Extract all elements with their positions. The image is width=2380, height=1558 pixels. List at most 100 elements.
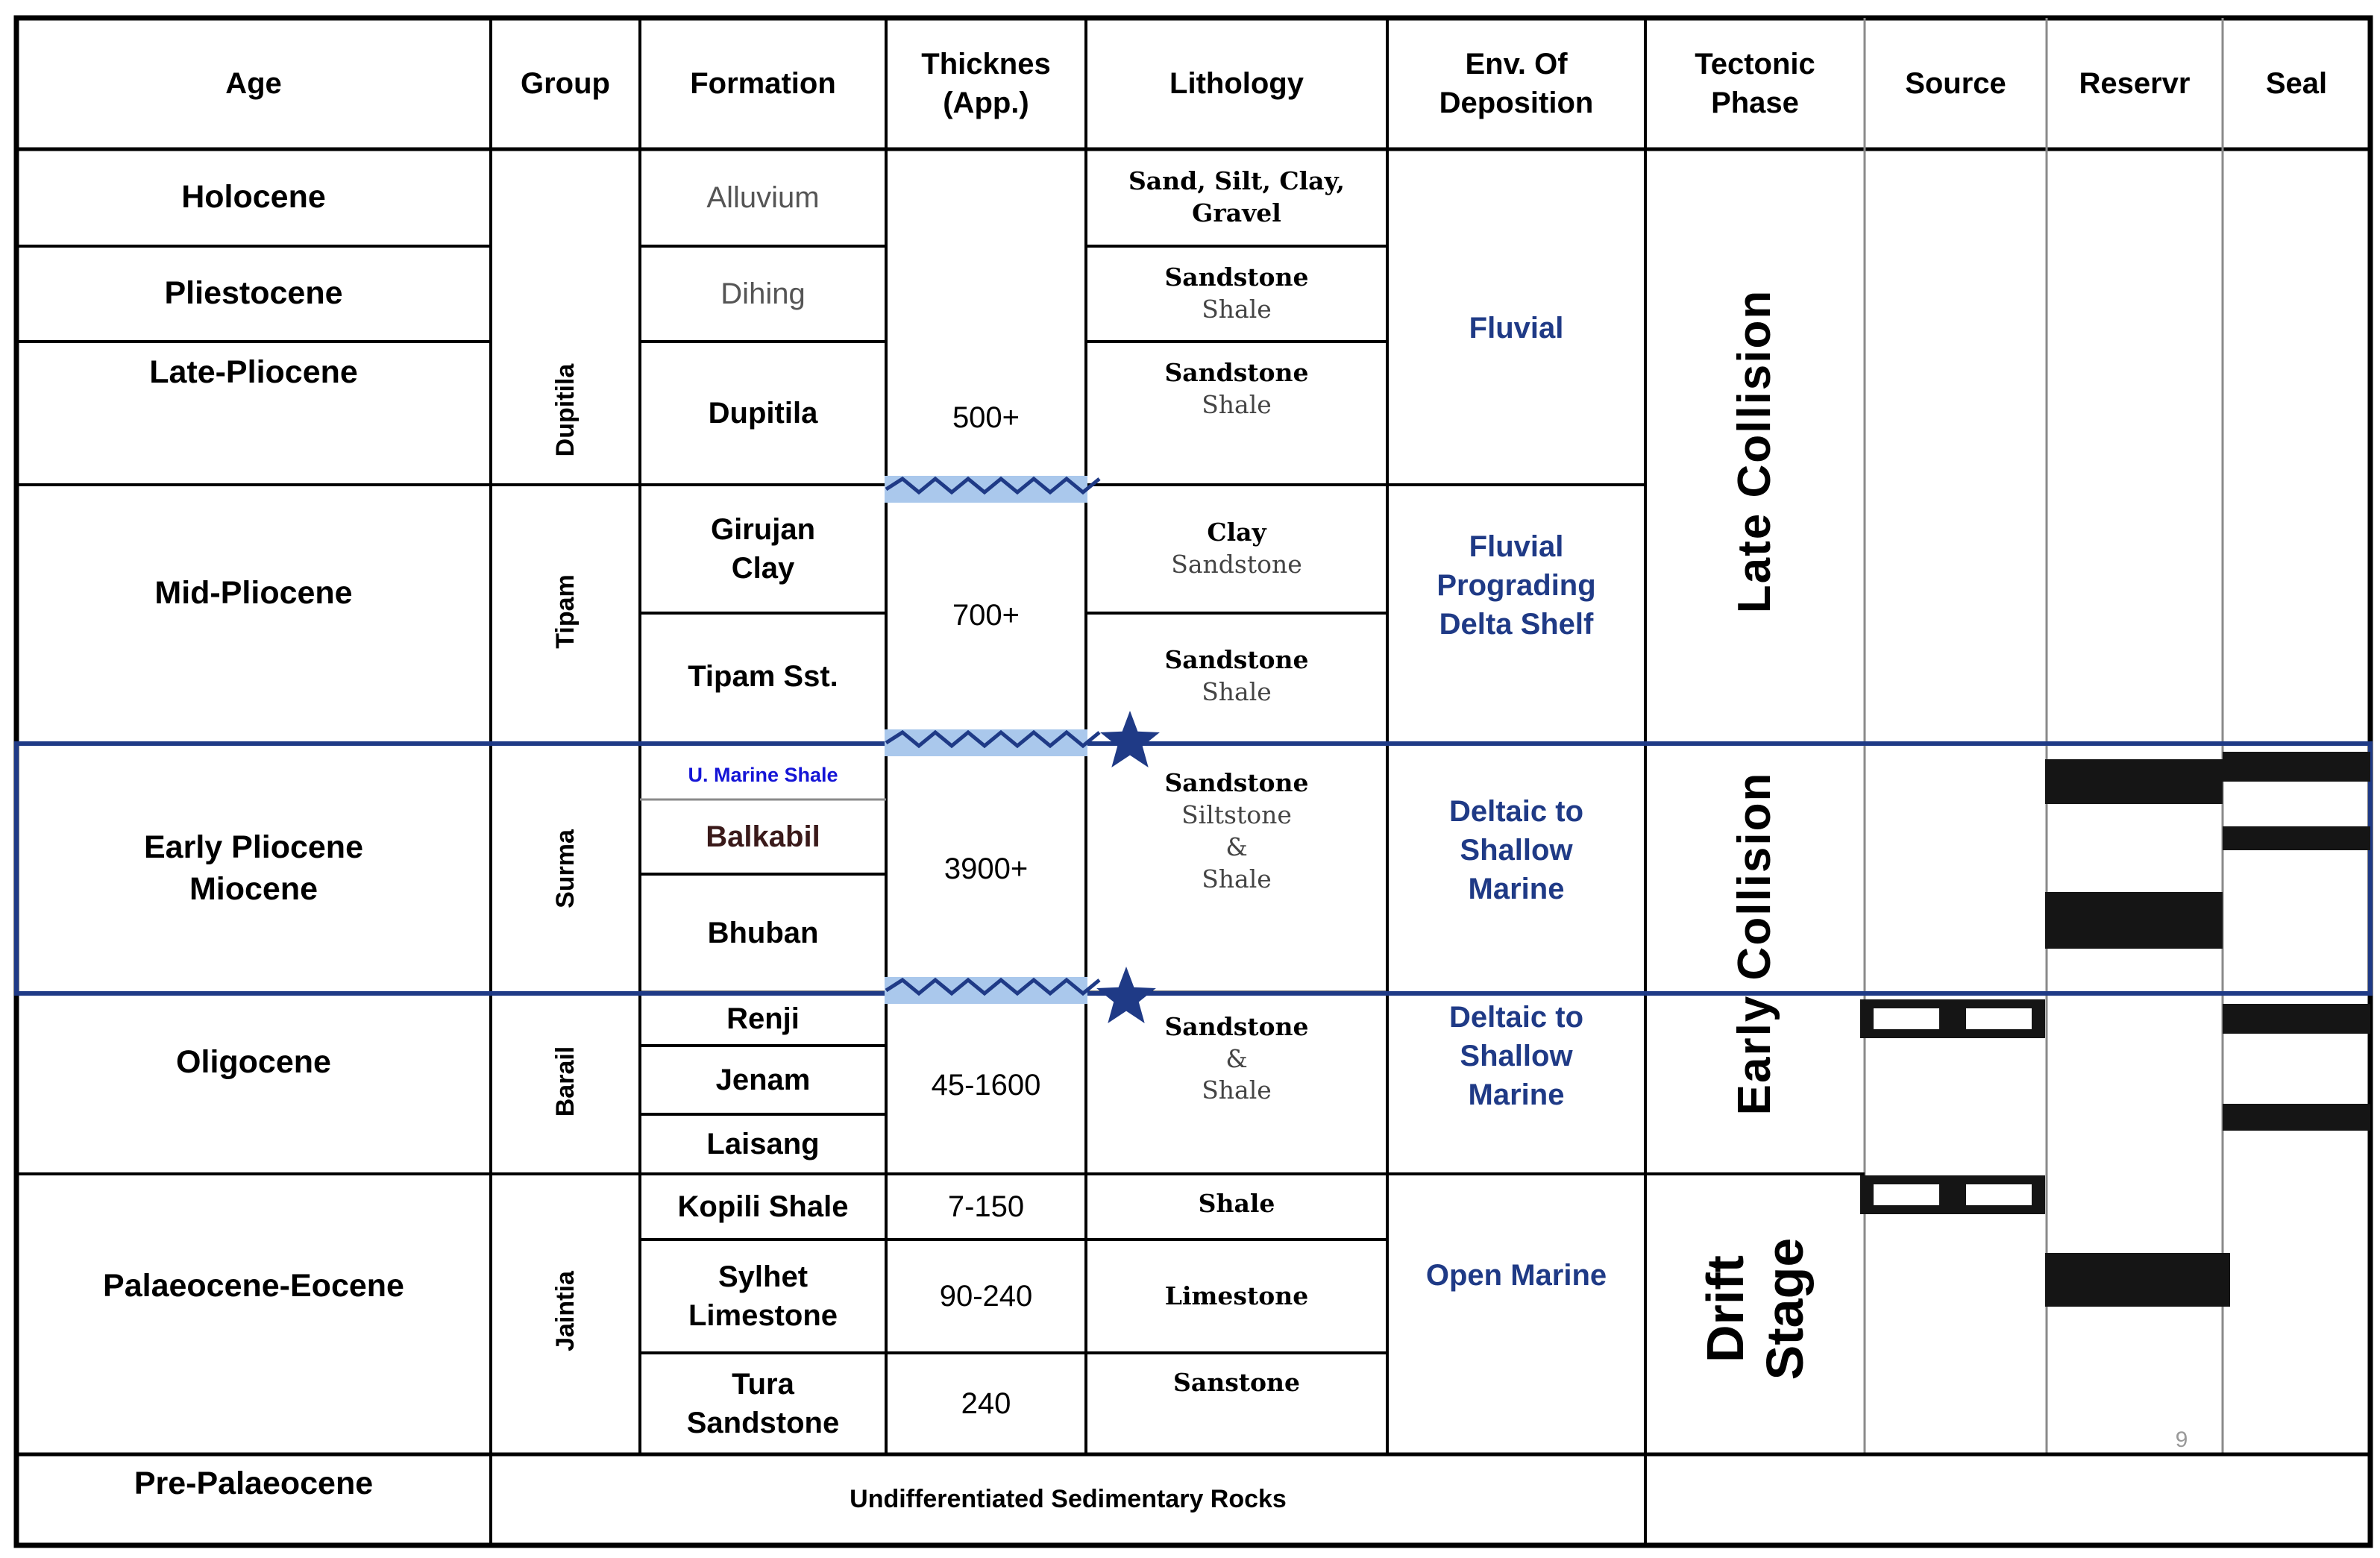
formation-u-marine-shale: U. Marine Shale — [688, 764, 838, 787]
reservoir-bar — [2045, 1253, 2230, 1307]
lithology-line: Shale — [1202, 390, 1272, 419]
age-pliestocene: Pliestocene — [164, 275, 343, 312]
environment-deltaic-surma: Deltaic to Shallow Marine — [1448, 795, 1584, 905]
formation-girujan-clay: Girujan Clay — [710, 513, 816, 585]
thickness-sylhet: 90-240 — [939, 1280, 1033, 1313]
unconformity-wavy-line — [885, 729, 1101, 749]
formation-renji: Renji — [726, 1002, 800, 1035]
seal-bar — [2223, 752, 2370, 782]
lithology-line: Shale — [1202, 677, 1272, 706]
formation-laisang: Laisang — [706, 1128, 820, 1160]
header-reservoir: Reservr — [2079, 67, 2191, 100]
lithology-line: Sandstone — [1164, 768, 1309, 798]
lithology-line: Sand, Silt, Clay, — [1128, 166, 1346, 196]
header-tectonic-phase: Tectonic Phase — [1695, 48, 1815, 119]
reservoir-bar — [2045, 892, 2223, 949]
lithology-line: Sandstone — [1164, 1011, 1309, 1041]
header-group: Group — [521, 67, 610, 100]
lithology-line: Shale — [1202, 295, 1272, 324]
formation-balkabil: Balkabil — [706, 820, 820, 853]
lithology-line: Sandstone — [1164, 358, 1309, 388]
tectonic-drift-stage: Drift Stage — [1695, 1237, 1815, 1380]
header-lithology: Lithology — [1169, 67, 1304, 100]
seal-bar — [2223, 1004, 2370, 1034]
group-barail: Barail — [550, 1046, 580, 1117]
header-environment: Env. Of Deposition — [1439, 48, 1594, 119]
lithology-tipam: Sandstone Shale — [1087, 613, 1386, 740]
group-surma: Surma — [550, 829, 580, 908]
thickness-kopili: 7-150 — [947, 1190, 1025, 1223]
lithology-line: Gravel — [1192, 198, 1281, 227]
tectonic-early-collision: Early Collision — [1728, 771, 1780, 1116]
lithology-line: Sandstone — [1171, 550, 1302, 579]
lithology-line: Sanstone — [1172, 1367, 1301, 1397]
formation-dupitila: Dupitila — [708, 397, 818, 430]
header-formation: Formation — [690, 67, 836, 100]
age-early-pliocene-miocene: Early Pliocene Miocene — [144, 829, 363, 907]
lithology-line: Siltstone — [1181, 800, 1292, 830]
header-thickness: Thicknes (App.) — [921, 48, 1051, 119]
page-number: 9 — [2175, 1427, 2188, 1452]
formation-dihing: Dihing — [720, 277, 806, 310]
lithology-alluvium: Sand, Silt, Clay, Gravel — [1087, 149, 1386, 246]
source-bar-gap — [1966, 1184, 2032, 1205]
group-tipam: Tipam — [550, 574, 580, 649]
age-mid-pliocene: Mid-Pliocene — [154, 575, 353, 612]
age-palaeocene-eocene: Palaeocene-Eocene — [103, 1268, 404, 1304]
lithology-dupitila: Sandstone Shale — [1087, 342, 1386, 437]
lithology-kopili: Shale — [1087, 1174, 1386, 1234]
header-age: Age — [225, 67, 282, 100]
lithology-barail: Sandstone & Shale — [1087, 992, 1386, 1126]
header-source: Source — [1905, 67, 2006, 100]
lithology-line: & — [1225, 1043, 1248, 1073]
header-seal: Seal — [2265, 67, 2328, 100]
formation-kopili-shale: Kopili Shale — [677, 1190, 849, 1223]
lithology-line: Clay — [1207, 518, 1266, 547]
formation-tura-sandstone: Tura Sandstone — [686, 1368, 840, 1439]
group-jaintia: Jaintia — [550, 1271, 580, 1351]
formation-jenam: Jenam — [715, 1064, 811, 1096]
thickness-surma: 3900+ — [943, 852, 1029, 885]
lithology-surma: Sandstone Siltstone & Shale — [1087, 746, 1386, 917]
lithology-line: Shale — [1202, 1075, 1272, 1105]
thickness-tura: 240 — [961, 1387, 1011, 1420]
seal-bar — [2223, 1104, 2370, 1131]
star-icon — [1096, 967, 1156, 1023]
lithology-line: Sandstone — [1164, 263, 1309, 292]
lithology-tura: Sanstone — [1087, 1353, 1386, 1413]
thickness-dupitila: 500+ — [952, 401, 1020, 434]
tectonic-late-collision: Late Collision — [1728, 289, 1780, 614]
lithology-line: Sandstone — [1164, 645, 1309, 675]
unconformity-wavy-line — [885, 476, 1101, 495]
seal-bar — [2223, 826, 2370, 850]
thickness-barail: 45-1600 — [931, 1069, 1041, 1102]
star-icon — [1100, 711, 1160, 767]
environment-open-marine: Open Marine — [1425, 1259, 1607, 1292]
source-bar-gap — [1874, 1184, 1939, 1205]
source-bar-gap — [1874, 1008, 1939, 1029]
reservoir-bar — [2045, 759, 2223, 804]
lithology-girujan: Clay Sandstone — [1087, 485, 1386, 613]
age-late-pliocene: Late-Pliocene — [149, 354, 358, 391]
group-dupitila: Dupitila — [550, 363, 580, 457]
environment-deltaic-barail: Deltaic to Shallow Marine — [1448, 1001, 1584, 1111]
environment-fluvial: Fluvial — [1469, 312, 1564, 345]
age-oligocene: Oligocene — [176, 1044, 331, 1081]
lithology-line: Shale — [1198, 1188, 1275, 1218]
unconformity-wavy-line — [885, 977, 1101, 996]
age-holocene: Holocene — [181, 179, 326, 216]
undifferentiated-rocks-label: Undifferentiated Sedimentary Rocks — [850, 1484, 1287, 1513]
thickness-tipam: 700+ — [952, 599, 1020, 632]
lithology-line: & — [1225, 832, 1248, 861]
environment-fluvial-prograding-delta-shelf: Fluvial Prograding Delta Shelf — [1437, 530, 1596, 641]
formation-alluvium: Alluvium — [706, 181, 820, 214]
lithology-line: Limestone — [1164, 1281, 1309, 1310]
lithology-sylhet: Limestone — [1087, 1240, 1386, 1353]
lithology-dihing: Sandstone Shale — [1087, 246, 1386, 342]
formation-sylhet-limestone: Sylhet Limestone — [688, 1260, 838, 1332]
formation-tipam-sst: Tipam Sst. — [688, 660, 838, 693]
source-bar-gap — [1966, 1008, 2032, 1029]
age-pre-palaeocene: Pre-Palaeocene — [134, 1466, 374, 1502]
surma-highlight-box — [14, 741, 2373, 996]
